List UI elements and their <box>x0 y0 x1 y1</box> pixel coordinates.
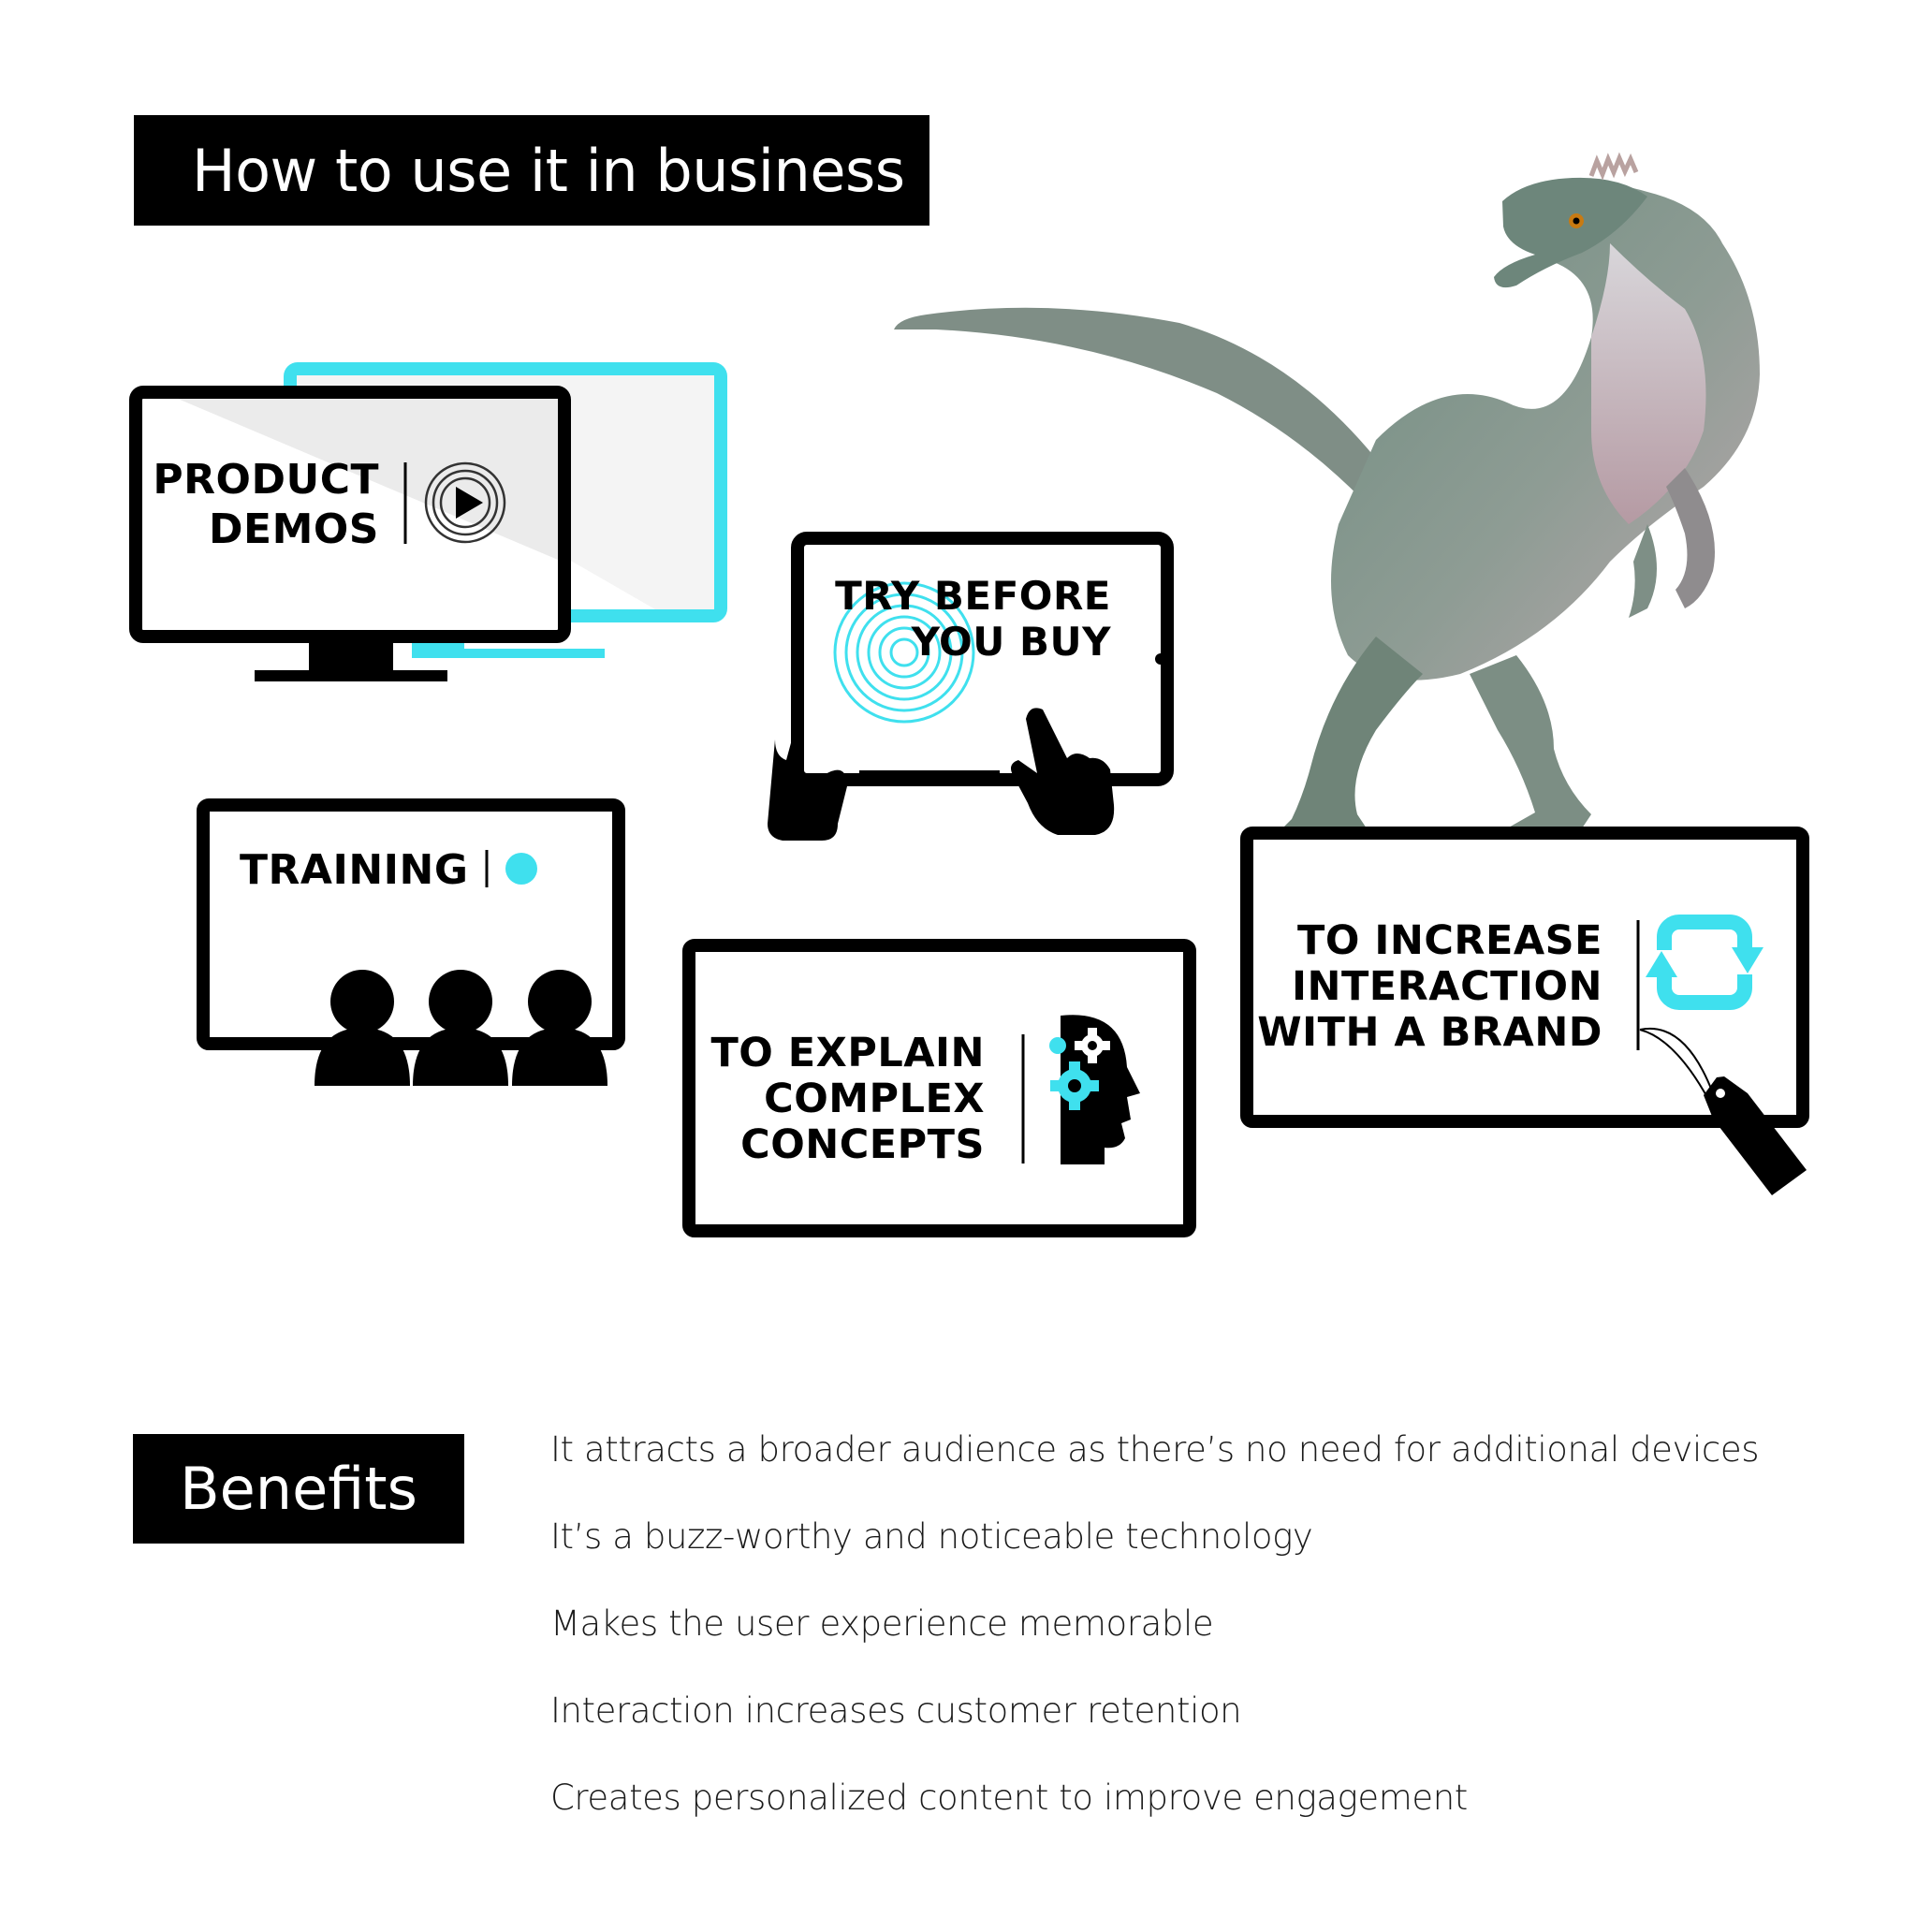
interaction-line1: TO INCREASE <box>1297 917 1602 964</box>
back-monitor-base <box>412 649 605 658</box>
card-try-before-you-buy: TRY BEFORE YOU BUY <box>768 532 1174 841</box>
explain-line1: TO EXPLAIN <box>710 1030 985 1076</box>
hand-icon <box>768 739 847 841</box>
play-icon <box>424 461 506 544</box>
target-rings-icon <box>833 581 975 724</box>
record-dot-icon <box>505 853 537 885</box>
try-before-line1: TRY BEFORE <box>835 573 1111 619</box>
pointing-hand-icon <box>1011 708 1115 835</box>
explain-line3: CONCEPTS <box>740 1121 985 1168</box>
benefit-item: Makes the user experience memorable <box>550 1603 1214 1644</box>
card-brand-interaction: TO INCREASE INTERACTION WITH A BRAND <box>1240 827 1809 1195</box>
explain-line2: COMPLEX <box>764 1076 985 1122</box>
head-gears-icon <box>1049 1015 1140 1164</box>
dinosaur-illustration <box>894 152 1760 828</box>
section-title: How to use it in business <box>192 136 905 205</box>
product-demos-line2: DEMOS <box>209 505 379 553</box>
benefits-title-bar: Benefits <box>133 1434 464 1544</box>
benefit-item: It attracts a broader audience as there’… <box>550 1429 1760 1470</box>
tag-string <box>1639 1029 1710 1102</box>
benefit-item: Creates personalized content to improve … <box>550 1778 1468 1818</box>
price-tag-icon <box>1704 1076 1807 1195</box>
training-label: TRAINING <box>240 846 468 894</box>
benefits-title: Benefits <box>180 1455 417 1523</box>
try-before-line2: YOU BUY <box>911 619 1111 665</box>
benefit-item: Interaction increases customer retention <box>550 1690 1242 1731</box>
interaction-line2: INTERACTION <box>1292 963 1602 1010</box>
tablet-bottom-edge <box>859 770 1000 783</box>
people-icon <box>315 970 607 1086</box>
card-training: TRAINING <box>197 798 625 1086</box>
product-demos-line1: PRODUCT <box>153 456 379 504</box>
card-product-demos: PRODUCT DEMOS <box>129 362 727 681</box>
benefits-list: It attracts a broader audience as there’… <box>550 1415 1760 1851</box>
tablet-home-button <box>1155 653 1166 665</box>
front-monitor-stand <box>309 638 393 674</box>
front-monitor-base <box>255 670 447 681</box>
brand-screen-frame <box>1240 827 1809 1128</box>
front-monitor-glare <box>178 399 558 560</box>
card-explain-concepts: TO EXPLAIN COMPLEX CONCEPTS <box>682 939 1196 1237</box>
interaction-line3: WITH A BRAND <box>1257 1009 1602 1056</box>
section-title-bar: How to use it in business <box>134 115 929 226</box>
refresh-icon <box>1646 915 1763 1010</box>
benefit-item: It’s a buzz-worthy and noticeable techno… <box>550 1516 1313 1557</box>
tag-string <box>1639 1027 1714 1094</box>
